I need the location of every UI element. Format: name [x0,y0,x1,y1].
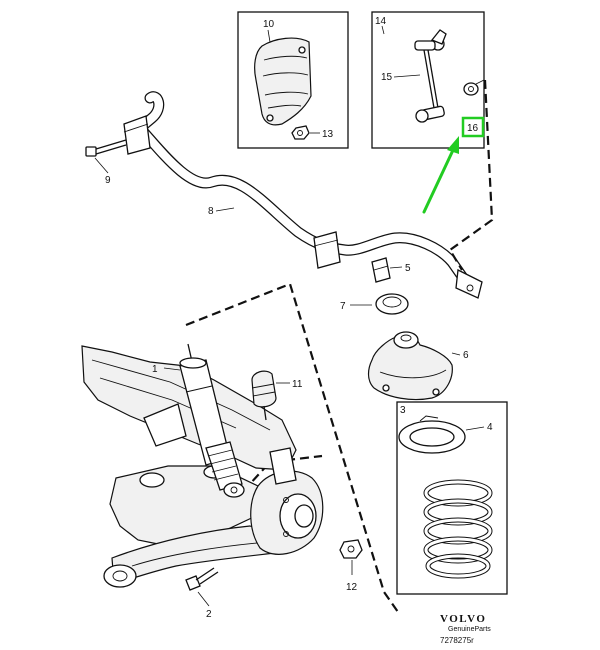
detail-box-link-rod [371,11,485,149]
heat-shield-plate [254,37,312,126]
callout-13: 13 [322,129,334,140]
callout-16: 16 [467,123,479,134]
bump-stop-7 [375,293,409,315]
brand-logo: VOLVO [440,613,486,625]
callout-12: 12 [346,582,358,593]
spring-seat-6 [367,331,453,401]
callout-9: 9 [105,175,111,186]
shock-absorber-1 [179,343,245,498]
bump-stop-11 [251,370,277,421]
lower-control-arm [103,525,285,588]
callout-15: 15 [381,72,393,83]
stabilizer-link-rod [414,29,447,123]
callout-7: 7 [340,301,346,312]
bolt-9 [85,139,127,157]
callout-1: 1 [152,364,158,375]
highlight-callout-16 [461,116,485,138]
spring-insulator-4 [398,415,466,454]
callout-4: 4 [487,422,493,433]
callout-14: 14 [375,16,387,27]
dashed-link-upper [448,79,494,271]
callout-5: 5 [405,263,411,274]
nut-12 [339,539,363,559]
coil-spring [423,479,493,579]
dashed-link-lower [185,282,399,613]
brand-block: VOLVO GenuineParts 7278275r [440,613,491,645]
bar-clamp-left [123,115,151,155]
callout-8: 8 [208,206,214,217]
bar-clamp-right [313,231,341,269]
diagram-reference: 7278275r [440,636,474,645]
bushing-5 [371,257,391,283]
bushing-16 [463,82,479,96]
wheel-hub [250,447,324,555]
callout-10: 10 [263,19,275,30]
nut-13 [291,125,310,140]
highlight-arrow [422,136,459,214]
bolt-2 [185,567,219,591]
brand-subtitle: GenuineParts [448,626,491,633]
callout-2: 2 [206,609,212,620]
callout-11: 11 [292,379,303,390]
callout-6: 6 [463,350,469,361]
callout-3: 3 [400,405,406,416]
